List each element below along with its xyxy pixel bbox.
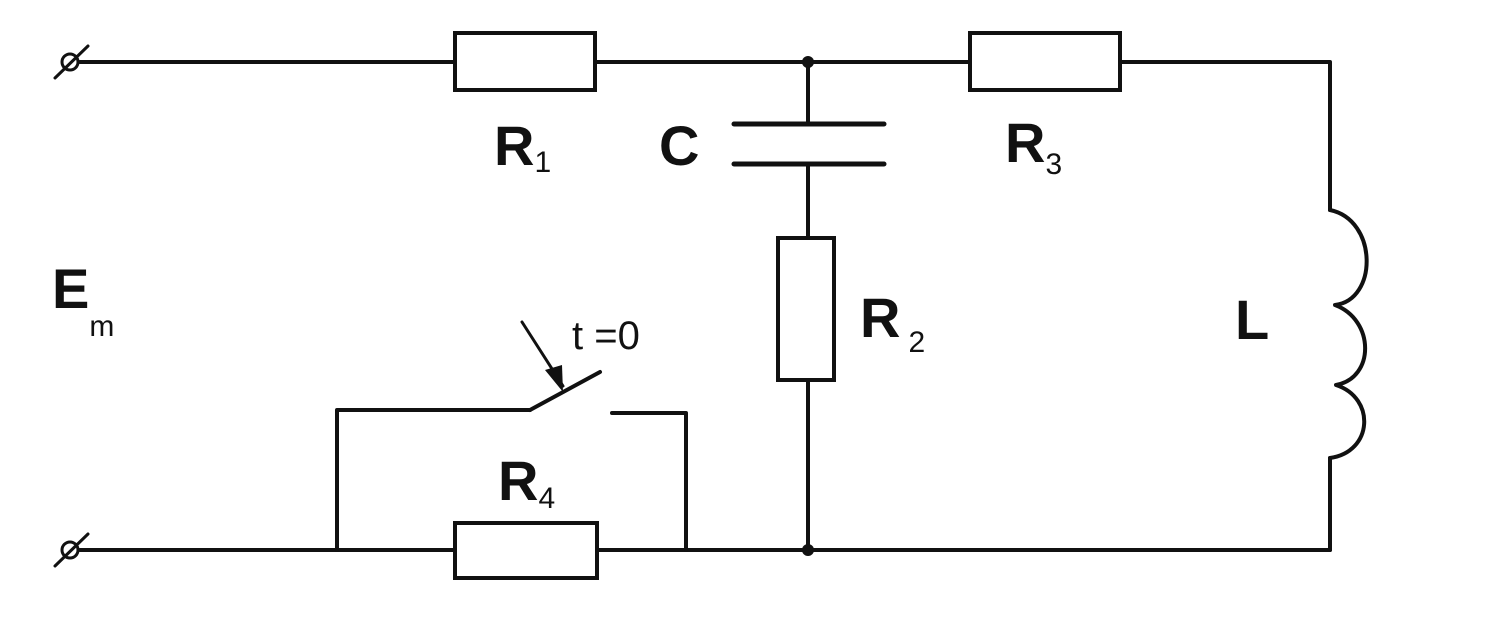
switch-bypass-left (335, 408, 532, 552)
switch-t0 (520, 320, 602, 412)
resistor-r2 (776, 236, 836, 382)
switch-bypass-right (610, 411, 688, 552)
label-l: L (1235, 288, 1269, 351)
resistor-r3 (968, 31, 1122, 92)
label-r3: R3 (1005, 111, 1062, 181)
top-wire-right (1118, 60, 1332, 212)
node-top (802, 56, 814, 68)
capacitor-c (731, 121, 887, 167)
label-switch-time: t =0 (572, 314, 640, 358)
label-c: C (659, 114, 699, 177)
node-bottom (802, 544, 814, 556)
label-r4: R4 (498, 449, 555, 515)
label-r1: R1 (494, 114, 551, 179)
label-em: Em (52, 257, 114, 343)
resistor-r4 (453, 521, 599, 580)
resistor-r1 (453, 31, 597, 92)
inductor-l (1328, 208, 1369, 460)
